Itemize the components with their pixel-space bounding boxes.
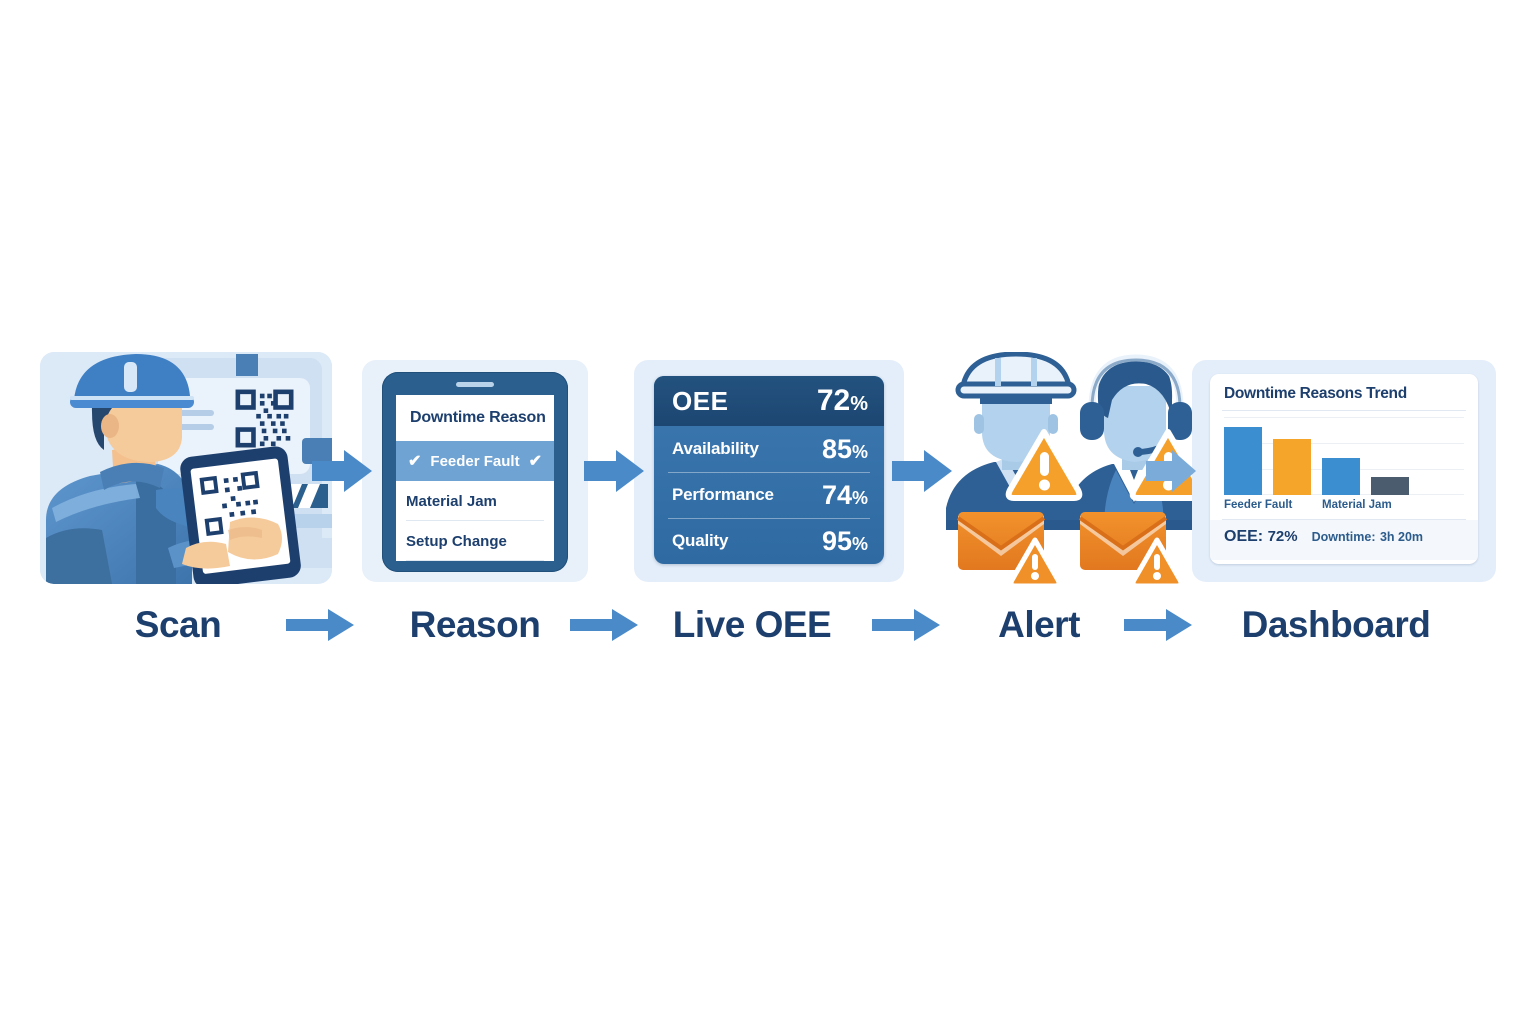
headset-agent-avatar-icon bbox=[1066, 354, 1204, 530]
step-panel-alert[interactable] bbox=[940, 351, 1210, 589]
chart-bar bbox=[1371, 477, 1409, 495]
metric-label: Quality bbox=[672, 531, 729, 550]
chart-bar bbox=[1224, 427, 1262, 495]
dashboard-card: Downtime Reasons Trend Feeder Fault Mate… bbox=[1210, 374, 1478, 564]
reason-option-setup-change[interactable]: Setup Change bbox=[396, 521, 554, 561]
connector-arrow-alert-to-dashboard bbox=[1146, 448, 1198, 494]
reason-panel-background: Downtime Reason ✔ Feeder Fault ✔ Materia… bbox=[362, 360, 588, 582]
step-panel-live-oee[interactable]: OEE 72% Availability 85% Performance 74%… bbox=[634, 352, 904, 588]
flow-panels-row: Downtime Reason ✔ Feeder Fault ✔ Materia… bbox=[40, 351, 1496, 589]
footer-downtime-label: Downtime: bbox=[1311, 530, 1376, 544]
footer-oee-label: OEE: bbox=[1224, 528, 1264, 545]
oee-headline-value: 72% bbox=[816, 384, 868, 417]
gridline bbox=[1224, 443, 1464, 444]
dashboard-panel-background: Downtime Reasons Trend Feeder Fault Mate… bbox=[1192, 360, 1496, 582]
downtime-reason-title: Downtime Reason bbox=[410, 409, 546, 426]
warning-triangle-icon bbox=[1130, 537, 1184, 589]
oee-metrics-card: OEE 72% Availability 85% Performance 74%… bbox=[654, 376, 884, 564]
scan-illustration bbox=[40, 352, 332, 584]
footer-oee-value: 72% bbox=[1267, 528, 1298, 545]
oee-metric-performance: Performance 74% bbox=[654, 472, 884, 518]
oee-headline-label: OEE bbox=[672, 385, 729, 416]
caption-arrow-1 bbox=[286, 608, 356, 642]
category-label-material-jam: Material Jam bbox=[1322, 499, 1392, 511]
caption-arrow-3 bbox=[872, 608, 942, 642]
caption-dashboard: Dashboard bbox=[1241, 604, 1431, 645]
footer-downtime-value: 3h 20m bbox=[1379, 530, 1424, 544]
chart-bar bbox=[1273, 439, 1311, 495]
reason-option-label: Material Jam bbox=[406, 492, 497, 510]
oee-headline-row: OEE 72% bbox=[654, 376, 884, 426]
alert-recipients-illustration bbox=[946, 351, 1207, 589]
bar-group bbox=[1224, 417, 1464, 495]
tablet-device-frame: Downtime Reason ✔ Feeder Fault ✔ Materia… bbox=[382, 372, 568, 572]
metric-label: Availability bbox=[672, 439, 759, 458]
footer-divider bbox=[1222, 519, 1466, 520]
downtime-reasons-bar-chart bbox=[1224, 417, 1464, 495]
tablet-speaker-slot bbox=[456, 382, 494, 387]
step-panel-dashboard[interactable]: Downtime Reasons Trend Feeder Fault Mate… bbox=[1192, 352, 1496, 588]
step-panel-scan[interactable] bbox=[40, 352, 332, 588]
metric-label: Performance bbox=[672, 485, 774, 504]
chart-category-labels: Feeder Fault Material Jam bbox=[1224, 499, 1464, 511]
email-envelope-icon bbox=[956, 512, 1046, 570]
metric-value: 85% bbox=[821, 433, 868, 464]
connector-arrow-scan-to-reason bbox=[312, 448, 374, 494]
reason-option-label: Setup Change bbox=[406, 532, 507, 550]
dashboard-chart-title: Downtime Reasons Trend bbox=[1224, 385, 1407, 402]
caption-scan: Scan bbox=[134, 604, 222, 645]
connector-arrow-oee-to-alert bbox=[892, 448, 954, 494]
connector-arrow-reason-to-oee bbox=[584, 448, 646, 494]
metric-value: 95% bbox=[821, 525, 868, 556]
oee-metric-availability: Availability 85% bbox=[654, 426, 884, 472]
step-captions-row: Scan Reason Live OEE Alert Dashboard bbox=[0, 594, 1536, 656]
oee-panel-background: OEE 72% Availability 85% Performance 74%… bbox=[634, 360, 904, 582]
caption-arrow-2 bbox=[570, 608, 640, 642]
caption-arrow-4 bbox=[1124, 608, 1194, 642]
caption-live-oee: Live OEE bbox=[672, 604, 832, 645]
email-envelope-icon bbox=[1078, 512, 1168, 570]
caption-reason: Reason bbox=[409, 604, 541, 645]
check-icon-left: ✔ bbox=[408, 453, 422, 470]
warning-triangle-icon bbox=[1005, 429, 1083, 501]
gridline bbox=[1224, 417, 1464, 418]
warning-triangle-icon bbox=[1008, 537, 1062, 589]
category-label-feeder-fault: Feeder Fault bbox=[1224, 499, 1293, 511]
step-panel-reason[interactable]: Downtime Reason ✔ Feeder Fault ✔ Materia… bbox=[362, 352, 588, 588]
title-divider bbox=[1222, 410, 1466, 411]
worker-scanning-qr-icon bbox=[40, 352, 332, 584]
reason-option-label: Feeder Fault bbox=[430, 452, 520, 470]
hardhat-worker-avatar-icon bbox=[946, 351, 1086, 530]
reason-option-feeder-fault[interactable]: ✔ Feeder Fault ✔ bbox=[396, 441, 554, 481]
metric-value: 74% bbox=[821, 479, 868, 510]
dashboard-kpi-footer: OEE: 72% Downtime: 3h 20m bbox=[1210, 520, 1478, 560]
oee-metric-quality: Quality 95% bbox=[654, 518, 884, 564]
downtime-reason-list[interactable]: Downtime Reason ✔ Feeder Fault ✔ Materia… bbox=[396, 395, 554, 561]
check-icon-right: ✔ bbox=[528, 453, 542, 470]
caption-alert: Alert bbox=[998, 604, 1080, 645]
reason-option-material-jam[interactable]: Material Jam bbox=[396, 481, 554, 521]
chart-bar bbox=[1322, 458, 1360, 495]
